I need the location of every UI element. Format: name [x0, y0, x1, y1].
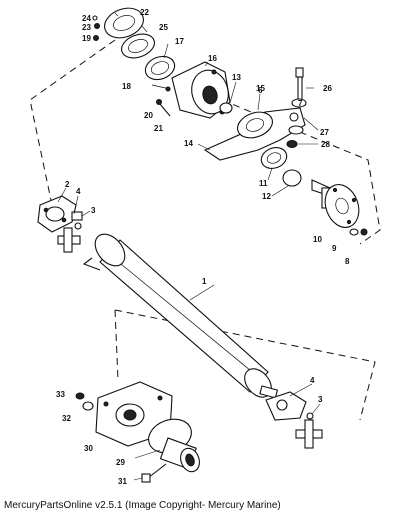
callout-23: 23	[82, 23, 91, 32]
callout-11: 11	[259, 179, 268, 188]
callout-29: 29	[116, 458, 125, 467]
copyright-footer: MercuryPartsOnline v2.5.1 (Image Copyrig…	[4, 500, 281, 511]
bearing-11	[260, 147, 288, 169]
callout-18: 18	[122, 82, 131, 91]
callout-7: 7	[298, 99, 303, 108]
snap-ring-13	[219, 102, 233, 114]
callout-leaders	[57, 12, 321, 481]
callout-24: 24	[82, 14, 91, 23]
fitting-23-24	[92, 15, 100, 41]
callout-6: 6	[258, 86, 263, 95]
bolt-31	[141, 463, 167, 483]
callout-25: 25	[159, 23, 168, 32]
callout-22: 22	[140, 8, 149, 17]
bearing-race-25	[121, 33, 155, 59]
callout-31: 31	[118, 477, 127, 486]
callout-3-upper: 3	[91, 206, 96, 215]
callout-16: 16	[208, 54, 217, 63]
retaining-ring-12	[282, 169, 302, 187]
screw-20-21	[156, 99, 171, 117]
callout-labels: 1 2 3 4 3 4 6 7 8 9 10 11 12 13 14 15 16…	[56, 8, 350, 486]
callout-1: 1	[202, 277, 207, 286]
washers-27	[288, 98, 307, 135]
callout-4-upper: 4	[76, 187, 81, 196]
callout-27: 27	[320, 128, 329, 137]
callout-14: 14	[184, 139, 193, 148]
callout-2: 2	[65, 180, 70, 189]
bearing-17	[144, 55, 176, 81]
callout-4-lower: 4	[310, 376, 315, 385]
callout-33: 33	[56, 390, 65, 399]
lower-yoke-4	[265, 391, 307, 421]
callout-28: 28	[321, 140, 330, 149]
nut-washer-32-33	[75, 392, 94, 411]
callout-20: 20	[144, 111, 153, 120]
universal-joint-cross-lower	[295, 412, 323, 449]
universal-joint-cross-upper	[57, 211, 83, 253]
driveshaft-exploded-diagram: 1 2 3 4 3 4 6 7 8 9 10 11 12 13 14 15 16…	[29, 7, 381, 486]
bearing-housing-16	[171, 61, 231, 119]
bracket-14	[203, 107, 306, 161]
upper-yoke-2	[37, 195, 77, 233]
driveshaft-tube-1	[82, 233, 279, 399]
callout-9: 9	[332, 244, 337, 253]
callout-17: 17	[175, 37, 184, 46]
callout-8: 8	[345, 257, 350, 266]
callout-26: 26	[323, 84, 332, 93]
callout-12: 12	[262, 192, 271, 201]
callout-15: 15	[256, 84, 265, 93]
callout-10: 10	[313, 235, 322, 244]
callout-21: 21	[154, 124, 163, 133]
drive-flange-10	[311, 179, 360, 228]
callout-19: 19	[82, 34, 91, 43]
callout-32: 32	[62, 414, 71, 423]
callout-30: 30	[84, 444, 93, 453]
callout-3-lower: 3	[318, 395, 323, 404]
fitting-18	[151, 84, 171, 92]
callout-13: 13	[232, 73, 241, 82]
nut-28	[286, 140, 298, 148]
nut-washer-8-9	[349, 228, 368, 236]
seal-ring-22	[104, 7, 144, 39]
output-shaft-29	[148, 418, 200, 473]
